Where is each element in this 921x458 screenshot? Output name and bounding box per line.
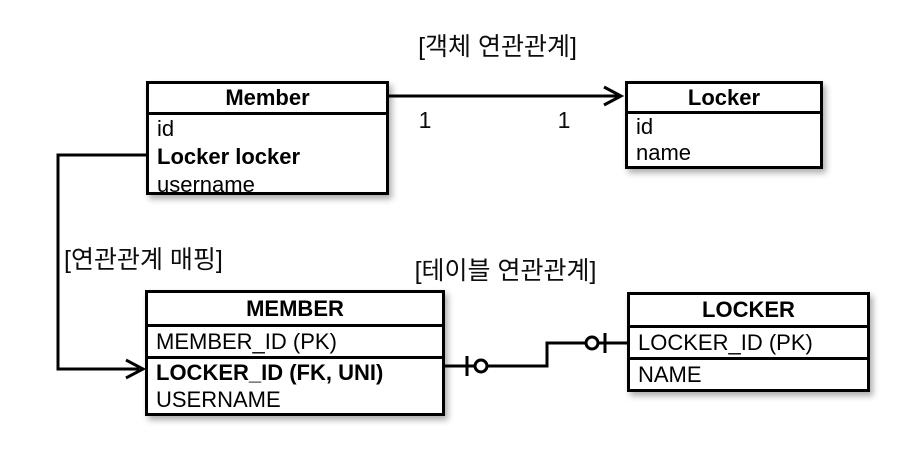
- mapping-arrow-line: [56, 153, 148, 371]
- multiplicity-locker-side: 1: [557, 107, 571, 133]
- locker-table-name-row: NAME: [638, 362, 702, 387]
- member-table-fk-row: LOCKER_ID (FK, UNI): [156, 360, 384, 385]
- locker-class-title: Locker: [628, 84, 820, 114]
- member-class-title: Member: [149, 84, 386, 115]
- label-object-association: [객체 연관관계]: [418, 33, 577, 61]
- locker-table-box: LOCKER LOCKER_ID (PK) NAME: [627, 292, 870, 392]
- member-field-locker: Locker locker: [157, 144, 301, 169]
- locker-field-id: id: [636, 114, 654, 139]
- locker-field-name: name: [636, 140, 692, 165]
- mapping-arrowhead-icon: [125, 358, 147, 380]
- object-association-arrowhead-icon: [603, 85, 625, 107]
- member-field-id: id: [157, 116, 175, 141]
- member-table-pk-row: MEMBER_ID (PK): [148, 327, 442, 359]
- relation-zero-circle-right-icon: [584, 335, 600, 351]
- member-table-box: MEMBER MEMBER_ID (PK) LOCKER_ID (FK, UNI…: [145, 290, 445, 416]
- locker-table-title: LOCKER: [630, 295, 867, 328]
- label-table-association: [테이블 연관관계]: [414, 257, 597, 285]
- locker-class-box: Locker id name: [625, 81, 823, 169]
- member-table-username-row: USERNAME: [156, 387, 281, 412]
- multiplicity-member-side: 1: [418, 107, 432, 133]
- locker-table-pk-row: LOCKER_ID (PK): [630, 328, 867, 360]
- member-table-title: MEMBER: [148, 293, 442, 327]
- table-relation-line: [445, 341, 627, 368]
- label-association-mapping: [연관관계 매핑]: [64, 246, 223, 274]
- member-class-box: Member id Locker locker username: [146, 81, 389, 197]
- relation-zero-circle-left-icon: [473, 358, 489, 374]
- member-field-username: username: [157, 172, 255, 197]
